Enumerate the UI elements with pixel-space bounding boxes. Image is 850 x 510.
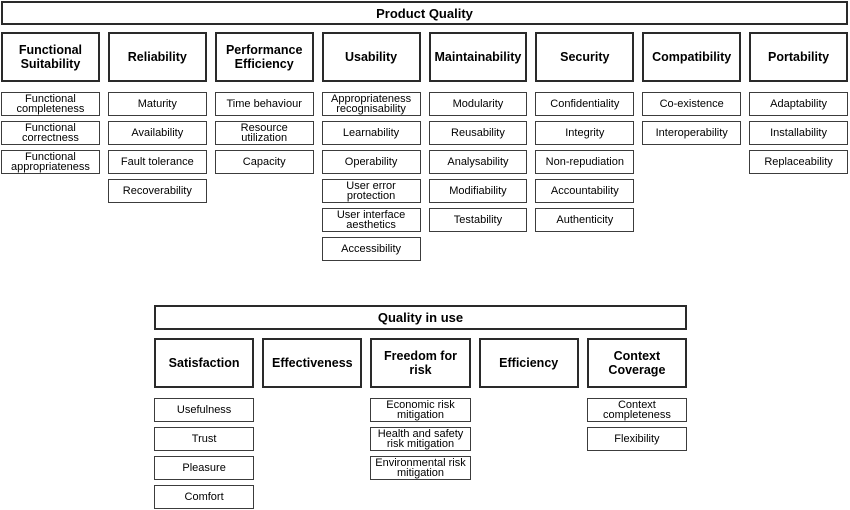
quality-in-use-columns: Satisfaction Usefulness Trust Pleasure C…: [154, 338, 688, 510]
column-header-portability: Portability: [749, 32, 848, 82]
box-testability: Testability: [428, 208, 528, 232]
box-context-completeness: Context completeness: [586, 398, 688, 422]
column-performance-efficiency: Performance Efficiency Time behaviour Re…: [214, 32, 314, 266]
box-pleasure: Pleasure: [154, 456, 255, 480]
box-functional-correctness: Functional correctness: [1, 121, 100, 145]
box-flexibility: Flexibility: [586, 427, 688, 451]
box-accessibility: Accessibility: [321, 237, 421, 261]
box-capacity: Capacity: [214, 150, 314, 174]
column-header-functional-suitability: Functional Suitability: [1, 32, 100, 82]
box-economic-risk-mitigation: Economic risk mitigation: [370, 398, 471, 422]
column-maintainability: Maintainability Modularity Reusability A…: [428, 32, 528, 266]
box-comfort: Comfort: [154, 485, 255, 509]
box-non-repudiation: Non-repudiation: [535, 150, 635, 174]
column-freedom-for-risk: Freedom for risk Economic risk mitigatio…: [370, 338, 471, 510]
column-header-performance-efficiency: Performance Efficiency: [214, 32, 314, 82]
quality-in-use-title: Quality in use: [154, 305, 687, 330]
column-header-usability: Usability: [321, 32, 421, 82]
box-resource-utilization: Resource utilization: [214, 121, 314, 145]
box-fault-tolerance: Fault tolerance: [107, 150, 207, 174]
column-header-maintainability: Maintainability: [428, 32, 528, 82]
box-learnability: Learnability: [321, 121, 421, 145]
box-maturity: Maturity: [107, 92, 207, 116]
box-modularity: Modularity: [428, 92, 528, 116]
column-header-compatibility: Compatibility: [642, 32, 742, 82]
box-time-behaviour: Time behaviour: [214, 92, 314, 116]
box-user-error-protection: User error protection: [321, 179, 421, 203]
box-co-existence: Co-existence: [642, 92, 742, 116]
box-operability: Operability: [321, 150, 421, 174]
column-header-effectiveness: Effectiveness: [262, 338, 363, 388]
box-installability: Installability: [749, 121, 848, 145]
column-efficiency: Efficiency: [478, 338, 579, 510]
column-context-coverage: Context Coverage Context completeness Fl…: [586, 338, 688, 510]
box-reusability: Reusability: [428, 121, 528, 145]
box-usefulness: Usefulness: [154, 398, 255, 422]
column-header-context-coverage: Context Coverage: [586, 338, 688, 388]
column-reliability: Reliability Maturity Availability Fault …: [107, 32, 207, 266]
box-functional-completeness: Functional completeness: [1, 92, 100, 116]
box-analysability: Analysability: [428, 150, 528, 174]
column-functional-suitability: Functional Suitability Functional comple…: [1, 32, 100, 266]
box-functional-appropriateness: Functional appropriateness: [1, 150, 100, 174]
box-integrity: Integrity: [535, 121, 635, 145]
box-replaceability: Replaceability: [749, 150, 848, 174]
column-header-freedom-for-risk: Freedom for risk: [370, 338, 471, 388]
column-usability: Usability Appropriateness recognisabilit…: [321, 32, 421, 266]
box-adaptability: Adaptability: [749, 92, 848, 116]
column-header-efficiency: Efficiency: [478, 338, 579, 388]
box-modifiability: Modifiability: [428, 179, 528, 203]
column-header-satisfaction: Satisfaction: [154, 338, 255, 388]
column-compatibility: Compatibility Co-existence Interoperabil…: [642, 32, 742, 266]
box-health-and-safety-risk-mitigation: Health and safety risk mitigation: [370, 427, 471, 451]
column-security: Security Confidentiality Integrity Non-r…: [535, 32, 635, 266]
column-effectiveness: Effectiveness: [262, 338, 363, 510]
box-accountability: Accountability: [535, 179, 635, 203]
column-satisfaction: Satisfaction Usefulness Trust Pleasure C…: [154, 338, 255, 510]
box-authenticity: Authenticity: [535, 208, 635, 232]
product-quality-title: Product Quality: [1, 1, 848, 25]
column-portability: Portability Adaptability Installability …: [749, 32, 848, 266]
box-recoverability: Recoverability: [107, 179, 207, 203]
box-appropriateness-recognisability: Appropriateness recognisability: [321, 92, 421, 116]
box-confidentiality: Confidentiality: [535, 92, 635, 116]
column-header-reliability: Reliability: [107, 32, 207, 82]
box-user-interface-aesthetics: User interface aesthetics: [321, 208, 421, 232]
box-availability: Availability: [107, 121, 207, 145]
product-quality-columns: Functional Suitability Functional comple…: [1, 32, 848, 266]
box-environmental-risk-mitigation: Environmental risk mitigation: [370, 456, 471, 480]
box-trust: Trust: [154, 427, 255, 451]
column-header-security: Security: [535, 32, 635, 82]
box-interoperability: Interoperability: [642, 121, 742, 145]
